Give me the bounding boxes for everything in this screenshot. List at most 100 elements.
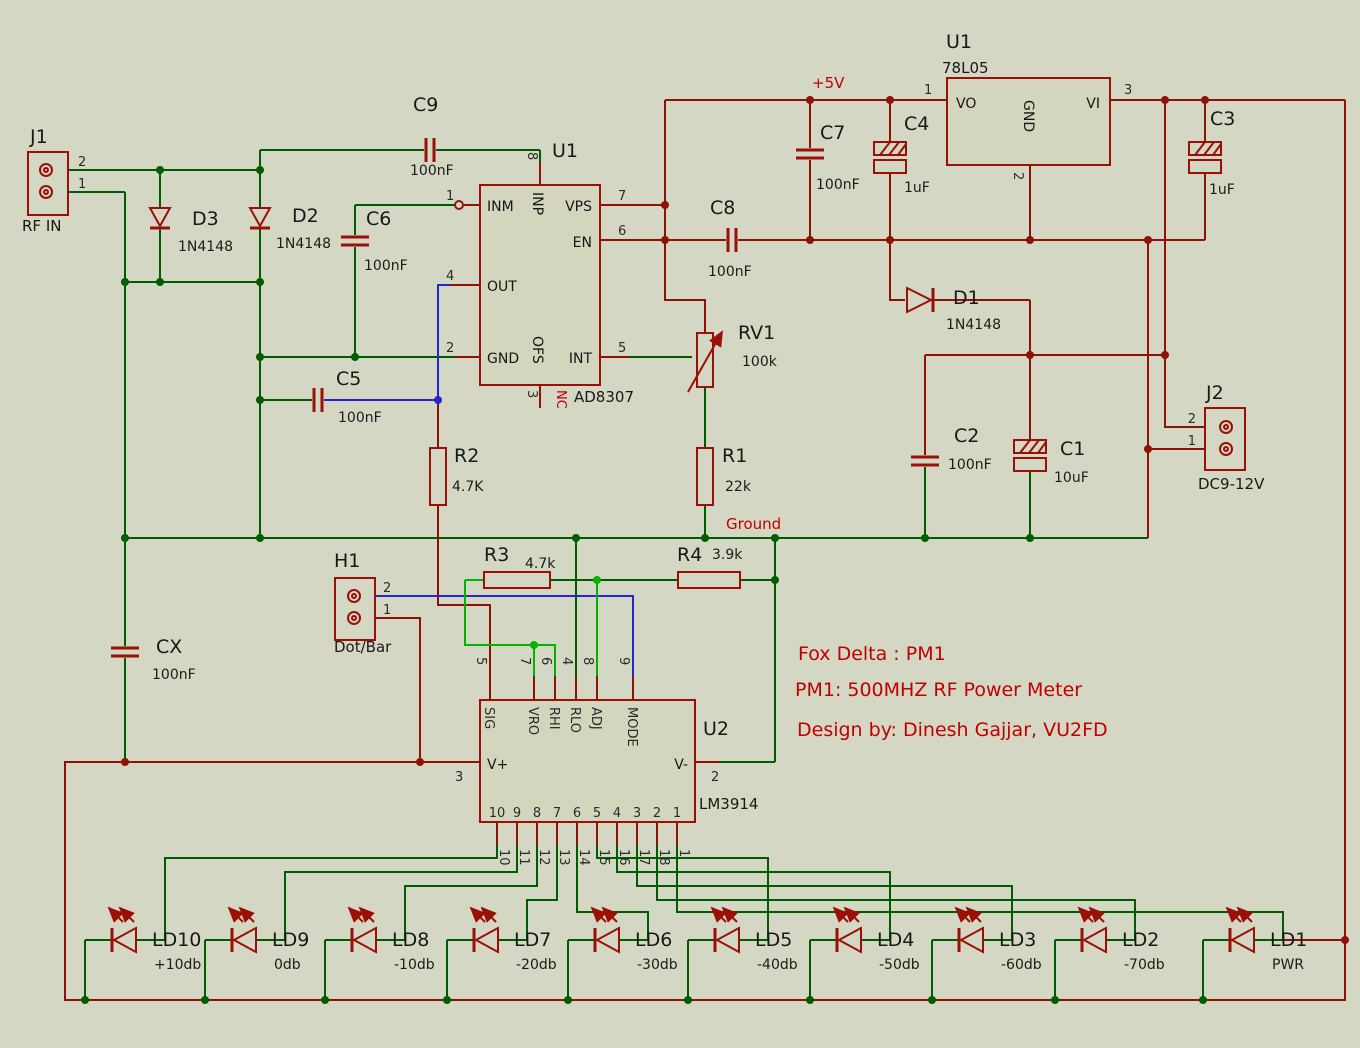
resistor-r3[interactable] [483,571,551,589]
wires-red[interactable] [52,99,1346,1001]
lm3914-bot-num-6: 16 [616,849,631,866]
c6-ref: C6 [366,208,391,230]
h1-pin2: 2 [383,581,391,596]
lm3914-bot-num-0: 10 [496,849,511,866]
r2-ref: R2 [454,445,479,467]
led-ref: LD8 [392,929,429,951]
j1-pin2: 2 [78,155,86,170]
lm3914-bot-num-2: 12 [536,849,551,866]
capacitor-c2[interactable] [911,455,939,467]
led-ref: LD5 [755,929,792,951]
resistor-r4[interactable] [677,571,741,589]
led-ref: LD2 [1122,929,1159,951]
led-val: 0db [274,957,301,973]
d2-ref: D2 [292,205,319,227]
cx-val: 100nF [152,667,196,683]
d1-ref: D1 [953,287,980,309]
connector-j1[interactable] [27,151,69,216]
led-val: -30db [637,957,678,973]
led-ld8[interactable]: LD8 -10db [347,906,435,973]
c4-val: 1uF [904,180,930,196]
title-line2: PM1: 500MHZ RF Power Meter [795,679,1082,701]
lm3914-bot-num-7: 17 [636,849,651,866]
rv1-ref: RV1 [738,322,775,344]
junction-dots [81,96,1349,1004]
wires-green[interactable] [68,149,1284,1000]
h1-pin1: 1 [383,603,391,618]
rv1-val: 100k [742,354,778,370]
c1-ref: C1 [1060,438,1085,460]
wires-bright-green[interactable] [464,579,598,676]
led-val: PWR [1272,957,1304,973]
c5-val: 100nF [338,410,382,426]
78l05-vi: VI [1086,96,1100,112]
capacitor-c5[interactable] [312,388,324,412]
diode-d2[interactable] [248,207,272,230]
lm3914-pin3-num: 3 [455,770,463,785]
capacitor-c7[interactable] [796,148,824,160]
lm3914-vplus: V+ [487,757,508,773]
capacitor-c3[interactable] [1188,141,1222,174]
lm3914-top-num-1: 7 [517,657,532,665]
r1-ref: R1 [722,445,747,467]
ad8307-int: INT [569,351,593,367]
lm3914-bot-num-3: 13 [556,849,571,866]
lm3914-bot-inner-0: 10 [489,806,506,821]
ad8307-part: AD8307 [574,388,634,406]
ad8307-inm: INM [487,199,514,215]
r1-val: 22k [725,479,752,495]
lm3914-bot-num-4: 14 [576,849,591,866]
connector-h1[interactable] [334,577,376,641]
j1-sub: RF IN [22,217,61,235]
lm3914-top-name-0: SIG [481,707,496,729]
j2-pin1: 1 [1188,434,1196,449]
led-ld7[interactable]: LD7 -20db [469,906,557,973]
led-val: -40db [757,957,798,973]
ad8307-ofs: OFS [529,336,545,364]
lm3914-top-name-2: RHI [546,707,561,730]
c6-val: 100nF [364,258,408,274]
lm3914-pin2-num: 2 [711,770,719,785]
led-ld10[interactable]: LD10 +10db [107,906,201,973]
resistor-r1[interactable] [696,447,714,506]
led-ld9[interactable]: LD9 0db [227,906,309,973]
led-ld6[interactable]: LD6 -30db [590,906,678,973]
ic-lm3914-body[interactable] [479,699,696,823]
led-ld1[interactable]: LD1 PWR [1225,906,1307,973]
ic-78l05-body[interactable] [946,77,1111,166]
connector-j2[interactable] [1204,407,1246,471]
led-val: -70db [1124,957,1165,973]
j1-ref: J1 [29,126,48,148]
led-ld3[interactable]: LD3 -60db [954,906,1042,973]
ad8307-en: EN [573,235,592,251]
capacitor-c6[interactable] [341,235,369,247]
lm3914-bot-inner-8: 2 [653,806,661,821]
ad8307-ref: U1 [552,140,578,162]
ad8307-pin7-num: 7 [618,189,626,204]
potentiometer-rv1[interactable] [687,330,723,393]
lm3914-bot-num-5: 15 [596,849,611,866]
ad8307-pin3-num: 3 [524,390,539,398]
capacitor-c1[interactable] [1013,439,1047,472]
led-ld4[interactable]: LD4 -50db [832,906,920,973]
capacitor-c9[interactable] [424,138,436,162]
c5-ref: C5 [336,368,361,390]
ad8307-out: OUT [487,279,517,295]
resistor-r2[interactable] [429,447,447,506]
diode-d3[interactable] [148,207,172,230]
led-ld2[interactable]: LD2 -70db [1077,906,1165,973]
led-ref: LD10 [152,929,201,951]
capacitor-c8[interactable] [726,228,738,252]
capacitor-cx[interactable] [111,646,139,658]
capacitor-c4[interactable] [873,141,907,174]
ic-ad8307-body[interactable] [479,184,601,386]
diode-d1[interactable] [906,286,935,314]
wires-blue[interactable] [324,284,634,676]
lm3914-bot-inner-2: 8 [533,806,541,821]
lm3914-bot-num-9: 1 [676,849,691,857]
78l05-gnd: GND [1020,100,1036,132]
lm3914-ref: U2 [703,718,729,740]
j2-ref: J2 [1205,382,1224,404]
led-ld5[interactable]: LD5 -40db [710,906,798,973]
